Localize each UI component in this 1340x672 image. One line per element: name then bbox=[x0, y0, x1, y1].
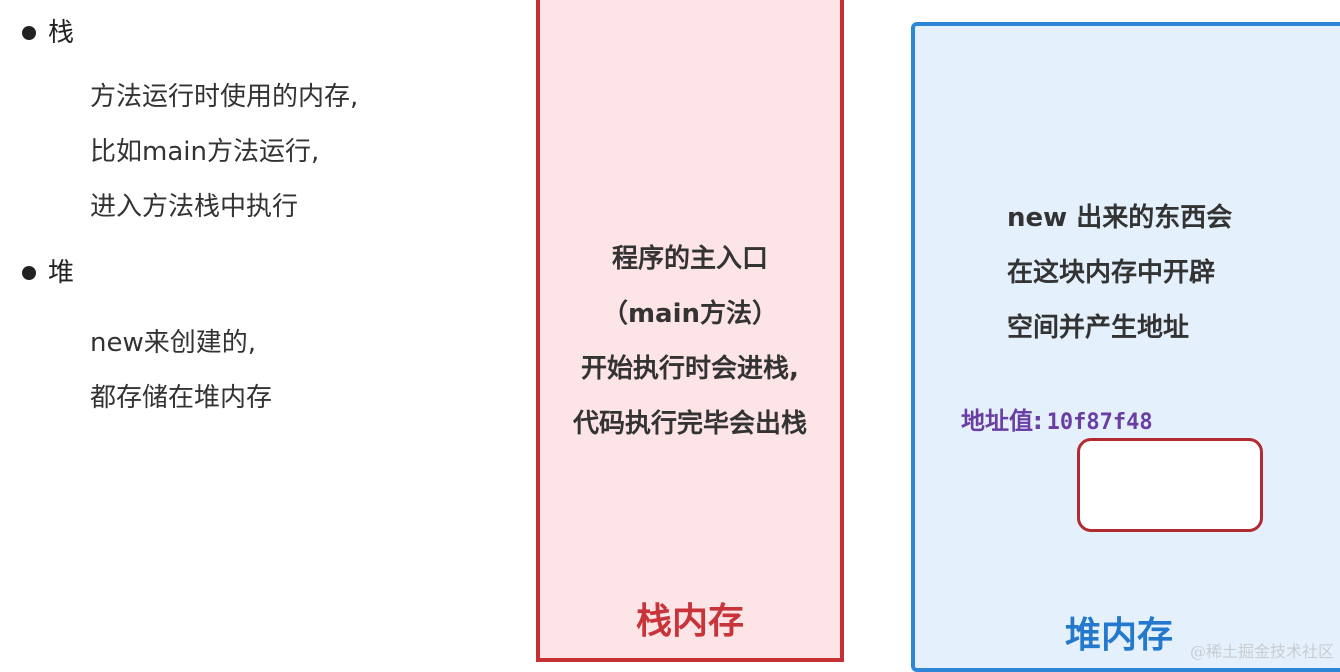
heap-memory-text: new 出来的东西会 在这块内存中开辟 空间并产生地址 bbox=[1007, 191, 1232, 356]
stack-memory-line: 程序的主入口 bbox=[611, 244, 768, 274]
address-value: 10f87f48 bbox=[1046, 410, 1153, 435]
heap-desc-line: 都存储在堆内存 bbox=[90, 383, 273, 413]
heap-desc-line: new来创建的, bbox=[90, 328, 257, 358]
stack-memory-line: 开始执行时会进栈, bbox=[581, 354, 799, 384]
stack-memory-line: （main方法） bbox=[601, 299, 779, 329]
address-label-text: 地址值: bbox=[961, 407, 1043, 435]
stack-heading: 栈 bbox=[48, 18, 75, 48]
heap-memory-title: 堆内存 bbox=[1065, 615, 1174, 656]
bullet-dot-icon bbox=[22, 26, 36, 40]
stack-desc-line: 比如main方法运行, bbox=[90, 137, 320, 167]
heap-memory-box: new 出来的东西会 在这块内存中开辟 空间并产生地址 地址值:10f87f48… bbox=[911, 22, 1340, 672]
watermark-logo: @稀土掘金技术社区 bbox=[1189, 642, 1334, 661]
stack-description: 方法运行时使用的内存, 比如main方法运行, 进入方法栈中执行 bbox=[90, 70, 358, 235]
heap-bullet: 堆 bbox=[18, 260, 74, 286]
address-label: 地址值:10f87f48 bbox=[961, 401, 1153, 436]
heap-memory-line: new 出来的东西会 bbox=[1007, 203, 1233, 233]
stack-memory-line: 代码执行完毕会出栈 bbox=[572, 409, 807, 439]
stack-desc-line: 进入方法栈中执行 bbox=[90, 192, 299, 222]
heap-object-block bbox=[1077, 438, 1263, 532]
stack-memory-title: 栈内存 bbox=[635, 601, 744, 642]
heap-heading: 堆 bbox=[48, 258, 75, 288]
bullet-dot-icon bbox=[22, 266, 36, 280]
heap-memory-line: 在这块内存中开辟 bbox=[1007, 258, 1216, 288]
stack-desc-line: 方法运行时使用的内存, bbox=[90, 82, 359, 112]
heap-memory-line: 空间并产生地址 bbox=[1007, 313, 1190, 343]
stack-bullet: 栈 bbox=[18, 20, 74, 46]
heap-description: new来创建的, 都存储在堆内存 bbox=[90, 316, 272, 426]
stack-memory-box: 程序的主入口 （main方法） 开始执行时会进栈, 代码执行完毕会出栈 栈内存 bbox=[536, 0, 844, 662]
stack-memory-text: 程序的主入口 （main方法） 开始执行时会进栈, 代码执行完毕会出栈 bbox=[540, 232, 840, 452]
